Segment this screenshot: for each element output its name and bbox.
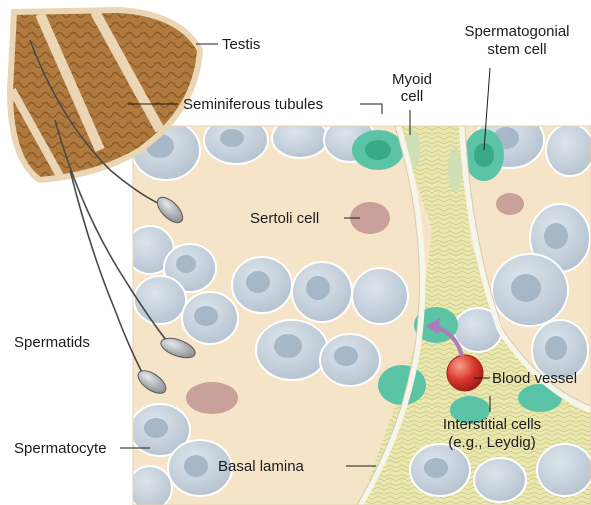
label-blood-vessel: Blood vessel xyxy=(492,370,577,387)
label-spermatocyte: Spermatocyte xyxy=(14,440,107,457)
blood-vessel xyxy=(447,355,483,391)
label-testis: Testis xyxy=(222,36,260,53)
label-stem-cell-line2: stem cell xyxy=(452,41,582,58)
label-basal-lamina: Basal lamina xyxy=(218,458,304,475)
label-seminiferous-tubules: Seminiferous tubules xyxy=(183,96,323,113)
label-stem-cell-line1: Spermatogonial xyxy=(452,23,582,40)
label-sertoli-cell: Sertoli cell xyxy=(250,210,319,227)
label-myoid-cell-line1: Myoid xyxy=(388,71,436,88)
label-interstitial-line2: (e.g., Leydig) xyxy=(428,434,556,451)
label-myoid-cell-line2: cell xyxy=(388,88,436,105)
label-interstitial-line1: Interstitial cells xyxy=(428,416,556,433)
label-spermatids: Spermatids xyxy=(14,334,90,351)
